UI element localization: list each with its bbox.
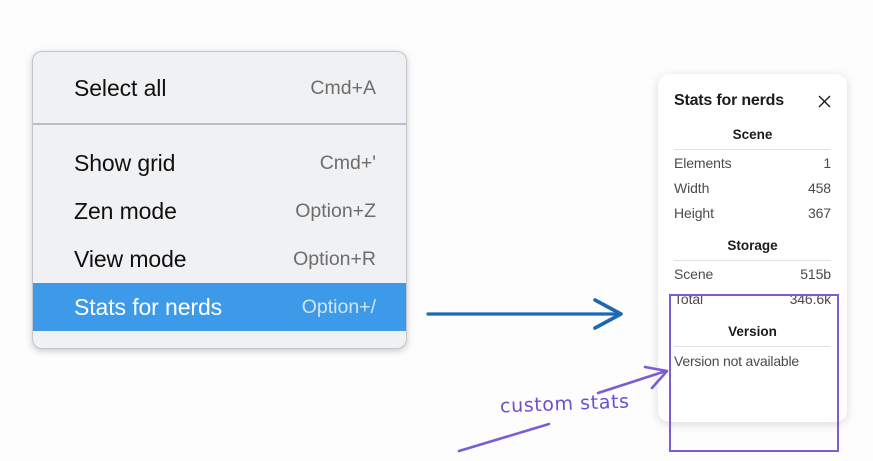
menu-divider: [33, 123, 406, 125]
purple-arrow: [596, 365, 669, 395]
stats-panel-title: Stats for nerds: [674, 92, 784, 109]
menu-item-show-grid[interactable]: Show grid Cmd+': [33, 139, 406, 187]
stat-row: Total 346.6k: [658, 286, 847, 311]
section-heading-storage: Storage: [727, 238, 778, 253]
section-rule: [674, 260, 831, 261]
stat-row: Scene 515b: [658, 261, 847, 286]
stats-panel-header: Stats for nerds: [658, 88, 847, 114]
blue-arrow: [426, 298, 623, 330]
menu-item-label: Select all: [74, 74, 167, 101]
stats-panel-body: Scene Elements 1 Width 458 Height 367 St…: [658, 114, 847, 452]
menu-item-shortcut: Option+/: [301, 295, 376, 318]
stat-value: 1: [823, 155, 831, 171]
context-menu[interactable]: Select all Cmd+A Show grid Cmd+' Zen mod…: [32, 51, 407, 349]
menu-item-label: Stats for nerds: [74, 293, 223, 320]
stat-key: Width: [674, 180, 710, 196]
menu-item-shortcut: Cmd+': [319, 151, 376, 174]
stat-key: Height: [674, 205, 714, 221]
stat-value: 515b: [800, 266, 831, 282]
section-heading-scene: Scene: [732, 127, 773, 142]
section-rule: [674, 149, 831, 150]
stat-value: 367: [807, 205, 831, 221]
menu-item-label: Show grid: [74, 149, 176, 176]
purple-underline-stroke: [457, 422, 551, 453]
menu-item-shortcut: Option+Z: [295, 199, 376, 222]
handwritten-annotation-label: custom stats: [499, 390, 630, 418]
menu-section-top: Select all Cmd+A: [33, 52, 406, 123]
menu-item-shortcut: Cmd+A: [310, 76, 376, 99]
stat-row: Width 458: [658, 175, 847, 200]
menu-bottom-padding: [33, 331, 406, 348]
menu-item-shortcut: Option+R: [293, 247, 376, 270]
version-text: Version not available: [674, 353, 799, 369]
menu-item-select-all[interactable]: Select all Cmd+A: [33, 64, 406, 112]
menu-section-bottom: Show grid Cmd+' Zen mode Option+Z View m…: [33, 125, 406, 348]
menu-item-view-mode[interactable]: View mode Option+R: [33, 235, 406, 283]
close-icon[interactable]: [816, 93, 833, 110]
menu-item-label: View mode: [74, 245, 187, 272]
stat-key: Scene: [674, 266, 714, 282]
menu-item-label: Zen mode: [74, 197, 177, 224]
menu-item-stats-for-nerds[interactable]: Stats for nerds Option+/: [33, 283, 406, 331]
stat-key: Elements: [674, 155, 732, 171]
stat-value: 346.6k: [789, 291, 832, 307]
section-rule: [674, 346, 831, 347]
stat-key: Total: [674, 291, 704, 307]
stat-row: Height 367: [658, 200, 847, 225]
section-heading-version: Version: [728, 324, 777, 339]
stat-row: Elements 1: [658, 150, 847, 175]
stats-for-nerds-panel[interactable]: Stats for nerds Scene Elements 1 Width 4…: [658, 74, 847, 452]
menu-item-zen-mode[interactable]: Zen mode Option+Z: [33, 187, 406, 235]
stat-value: 458: [807, 180, 831, 196]
